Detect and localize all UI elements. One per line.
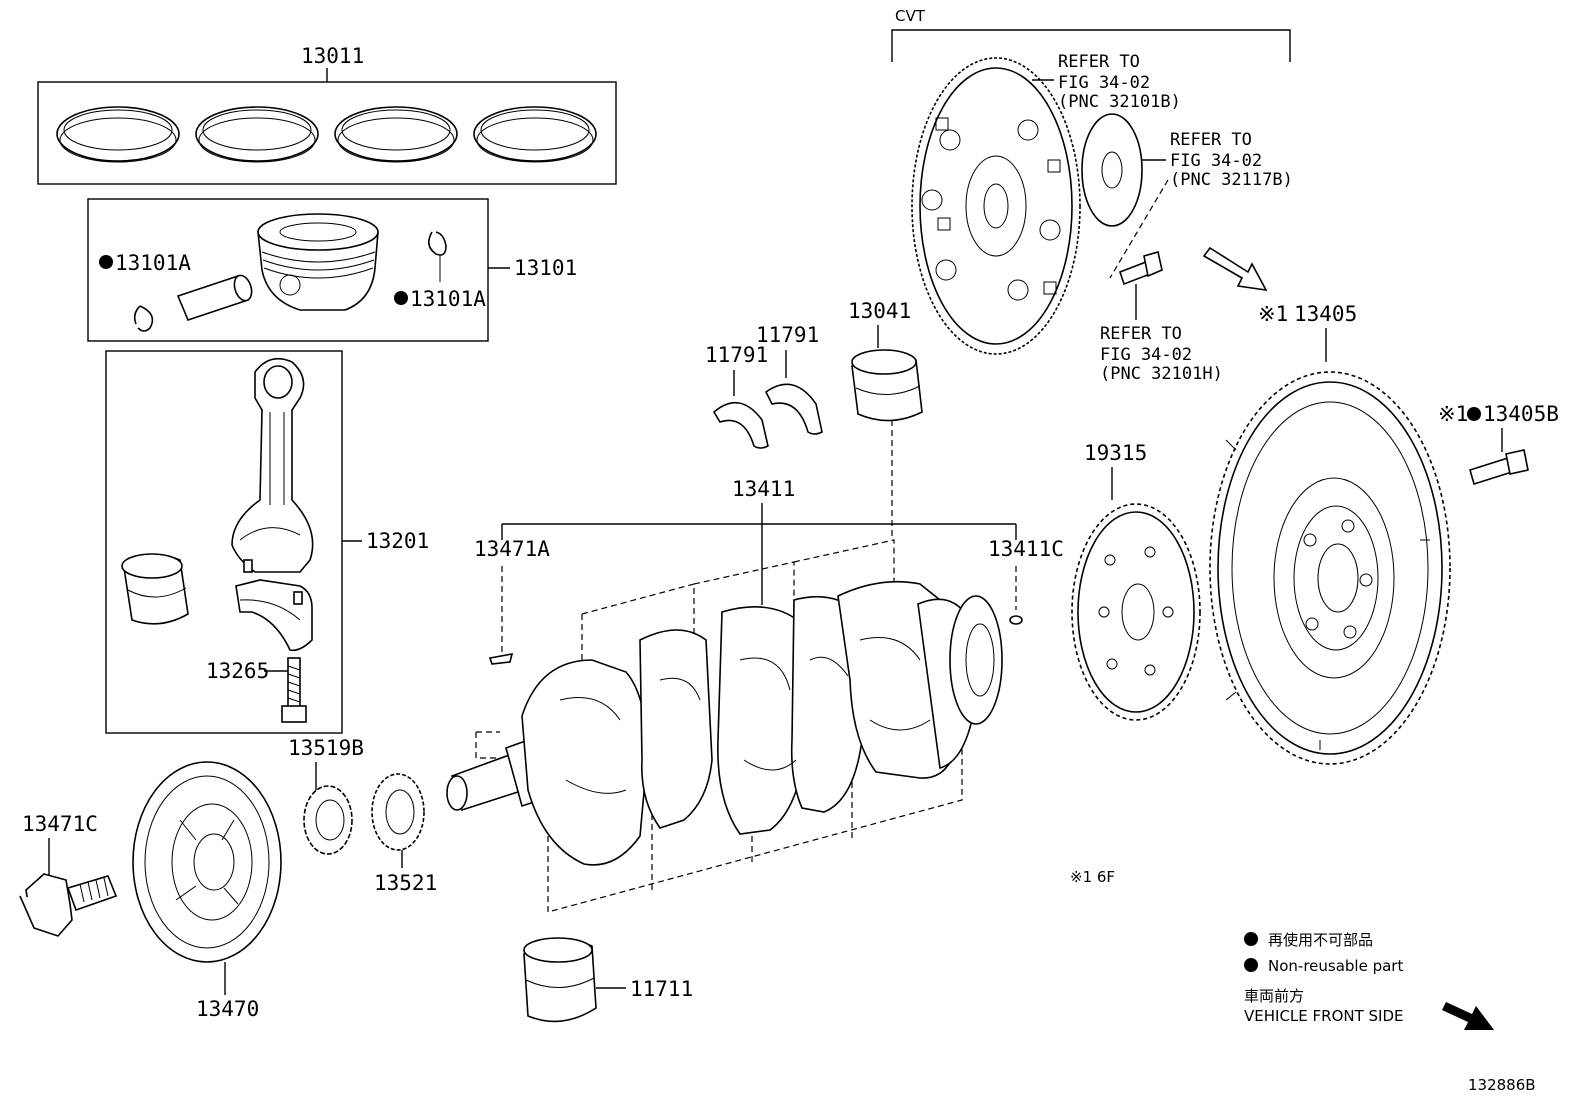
connecting-rod-set: 13201 13265 xyxy=(105,350,429,734)
cvt-drive-plate-group: CVT REFER TO FIG 34-02 (PNC 32101B) REFE… xyxy=(891,7,1293,384)
label-13265[interactable]: 13265 xyxy=(206,659,269,683)
figure-id: 132886B xyxy=(1468,1076,1536,1094)
straight-pin xyxy=(1009,615,1023,625)
label-13470[interactable]: 13470 xyxy=(196,997,259,1021)
label-13471C[interactable]: 13471C xyxy=(22,812,98,836)
legend: 再使用不可部品 Non-reusable part 車両前方 VEHICLE F… xyxy=(1244,931,1494,1030)
refer-to-text: REFER TO xyxy=(1100,324,1182,344)
crankshaft-main-bearing-11711: 11711 xyxy=(523,937,693,1023)
refer-to-text: FIG 34-02 xyxy=(1100,345,1192,365)
label-13411C[interactable]: 13411C xyxy=(988,537,1064,561)
label-13411[interactable]: 13411 xyxy=(732,477,795,501)
refer-to-text: FIG 34-02 xyxy=(1058,73,1150,93)
label-19315[interactable]: 19315 xyxy=(1084,441,1147,465)
label-13405[interactable]: 13405 xyxy=(1294,302,1357,326)
dowel-pin xyxy=(243,559,253,573)
refer-to-text: FIG 34-02 xyxy=(1170,151,1262,171)
piston-pin-snap-ring xyxy=(133,305,154,332)
label-13041[interactable]: 13041 xyxy=(848,299,911,323)
label-13101[interactable]: 13101 xyxy=(514,256,577,280)
piston xyxy=(257,213,379,311)
label-11791-a[interactable]: 11791 xyxy=(705,343,768,367)
refer-to-text: REFER TO xyxy=(1058,52,1140,72)
label-13011[interactable]: 13011 xyxy=(301,44,364,68)
label-13471A[interactable]: 13471A xyxy=(474,537,550,561)
front-arrow-icon xyxy=(1442,1002,1494,1030)
non-reusable-dot xyxy=(1467,407,1481,421)
crank-pulley: 13470 xyxy=(132,761,282,1021)
spacer-plate xyxy=(1081,113,1143,227)
piston-ring xyxy=(56,106,180,163)
connecting-rod-bolt xyxy=(281,657,307,723)
crank-pulley-bolt: 13471C xyxy=(19,812,118,937)
flywheel-13405: ※1 13405 ※1 13405B xyxy=(1209,302,1559,765)
thrust-washer xyxy=(764,383,823,435)
crankshaft-key xyxy=(488,652,514,665)
label-13201[interactable]: 13201 xyxy=(366,529,429,553)
connecting-rod-cap xyxy=(235,579,313,652)
piston-ring xyxy=(334,106,458,163)
crankshaft-thrust-washers: 11791 11791 xyxy=(705,323,823,449)
crankshaft-timing-sprocket-13521: 13521 xyxy=(371,773,437,895)
flywheel-bolt xyxy=(1469,449,1529,486)
piston-pin-snap-ring xyxy=(428,231,447,256)
crankshaft-timing-gear-13519B: 13519B xyxy=(288,736,364,855)
crank-position-sensor-plate-19315: 19315 xyxy=(1071,441,1201,721)
front-side-en: VEHICLE FRONT SIDE xyxy=(1244,1007,1404,1025)
piston-ring xyxy=(195,106,319,163)
non-reusable-dot xyxy=(99,255,113,269)
connecting-rod xyxy=(231,357,314,573)
footnote-6f: ※1 6F xyxy=(1070,868,1115,886)
label-13405B[interactable]: 13405B xyxy=(1483,402,1559,426)
refer-to-text: (PNC 32101B) xyxy=(1058,92,1181,112)
refer-to-text: REFER TO xyxy=(1170,130,1252,150)
label-13519B[interactable]: 13519B xyxy=(288,736,364,760)
drive-plate-bolt xyxy=(1118,250,1163,320)
label-13521[interactable]: 13521 xyxy=(374,871,437,895)
dowel-pin xyxy=(293,591,303,605)
crankshaft-callouts: 13411 13471A 13411C xyxy=(474,477,1064,665)
piston-set: 13101 13101A 13101A xyxy=(87,198,577,342)
label-11711[interactable]: 11711 xyxy=(630,977,693,1001)
piston-pin xyxy=(176,274,253,321)
crankshaft xyxy=(446,539,1003,913)
non-reusable-dot xyxy=(1244,958,1258,972)
non-reusable-dot xyxy=(394,291,408,305)
label-11791-b[interactable]: 11791 xyxy=(756,323,819,347)
piston-ring xyxy=(473,106,597,163)
direction-arrow-icon xyxy=(1202,246,1268,292)
legend-jp: 再使用不可部品 xyxy=(1268,931,1373,949)
refer-to-text: (PNC 32101H) xyxy=(1100,364,1223,384)
non-reusable-dot xyxy=(1244,932,1258,946)
connecting-rod-bearing xyxy=(121,553,189,625)
cvt-label: CVT xyxy=(895,7,926,25)
drive-plate xyxy=(911,57,1081,355)
label-13101A-right[interactable]: 13101A xyxy=(410,287,486,311)
piston-ring-set: 13011 xyxy=(37,44,617,185)
front-side-jp: 車両前方 xyxy=(1244,987,1304,1005)
refer-to-text: (PNC 32117B) xyxy=(1170,170,1293,190)
thrust-washer xyxy=(712,402,769,449)
connecting-rod-bearing-13041: 13041 xyxy=(848,299,923,540)
mark-ref1: ※1 xyxy=(1258,302,1288,326)
mark-ref2: ※1 xyxy=(1438,402,1468,426)
label-13101A-left[interactable]: 13101A xyxy=(115,251,191,275)
legend-en: Non-reusable part xyxy=(1268,957,1403,975)
